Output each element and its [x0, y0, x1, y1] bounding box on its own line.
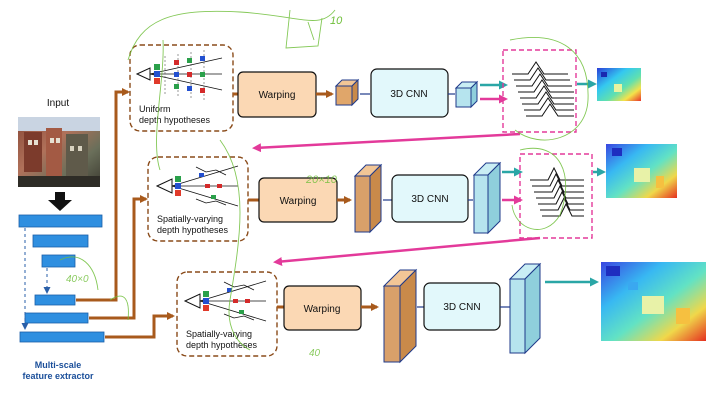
feature-layer-4 [34, 294, 76, 306]
upsample-arrow-1 [252, 132, 521, 153]
spatially-varying-hypotheses-icon-2 [183, 280, 267, 322]
probability-curves-2 [530, 166, 584, 217]
hypothesis-label-3b: depth hypotheses [186, 340, 258, 350]
feature-connectors [76, 88, 175, 339]
probability-box-1 [502, 49, 577, 133]
hypothesis-box-3 [176, 271, 278, 357]
depth-map-1 [597, 68, 641, 101]
cnn-label-2: 3D CNN [411, 194, 448, 205]
feature-layer-5 [24, 312, 89, 324]
feature-extractor [18, 214, 105, 343]
uniform-hypotheses-icon [135, 50, 223, 100]
cnn-label-3: 3D CNN [443, 302, 480, 313]
feature-extractor-label-line1: Multi-scale [35, 360, 82, 370]
hypothesis-label-2b: depth hypotheses [157, 225, 229, 235]
feature-layer-3 [41, 254, 76, 268]
handwritten-annotations [59, 9, 589, 351]
depth-map-2 [606, 144, 677, 198]
hypothesis-label-1a: Uniform [139, 104, 171, 114]
cost-volume-cube-1 [334, 78, 360, 107]
stage-1: Uniform depth hypotheses Warping 3D CNN [129, 44, 641, 133]
warping-label-1: Warping [259, 90, 296, 101]
regularized-slab-3 [508, 262, 542, 355]
warping-label-2: Warping [280, 196, 317, 207]
spatially-varying-hypotheses-icon-1 [155, 165, 239, 207]
feature-layer-1 [18, 214, 103, 228]
cnn-box-1 [370, 68, 449, 118]
annotation-mid: 20×10 [305, 174, 338, 186]
cost-volume-slab-2 [353, 163, 383, 234]
probability-curves-1 [512, 61, 574, 117]
cnn-label-1: 3D CNN [390, 89, 427, 100]
hypothesis-box-1 [129, 44, 234, 132]
feature-layer-6 [19, 331, 105, 343]
annotation-bottom: 40 [309, 348, 321, 359]
depth-map-3 [601, 262, 706, 341]
feature-extractor-label-line2: feature extractor [22, 371, 94, 381]
annotation-top: 10 [330, 15, 343, 27]
input-label: Input [47, 98, 69, 109]
hypothesis-label-2a: Spatially-varying [157, 214, 223, 224]
probability-box-2 [519, 153, 593, 239]
feature-layer-2 [32, 234, 89, 248]
warping-label-3: Warping [304, 304, 341, 315]
input-image [18, 117, 100, 187]
stage-3: Spatially-varying depth hypotheses Warpi… [176, 262, 706, 364]
cost-volume-slab-3 [382, 268, 418, 364]
annotation-left: 40×0 [66, 274, 89, 285]
hypothesis-box-2 [147, 156, 249, 242]
down-arrow-icon [48, 192, 72, 211]
hypothesis-label-3a: Spatially-varying [186, 329, 252, 339]
regularized-cube-1 [454, 80, 479, 109]
hypothesis-label-1b: depth hypotheses [139, 115, 211, 125]
regularized-slab-2 [472, 161, 502, 235]
cnn-box-2 [391, 174, 469, 223]
upsample-arrow-2 [273, 236, 541, 266]
stage-2: Spatially-varying depth hypotheses Warpi… [147, 144, 677, 242]
